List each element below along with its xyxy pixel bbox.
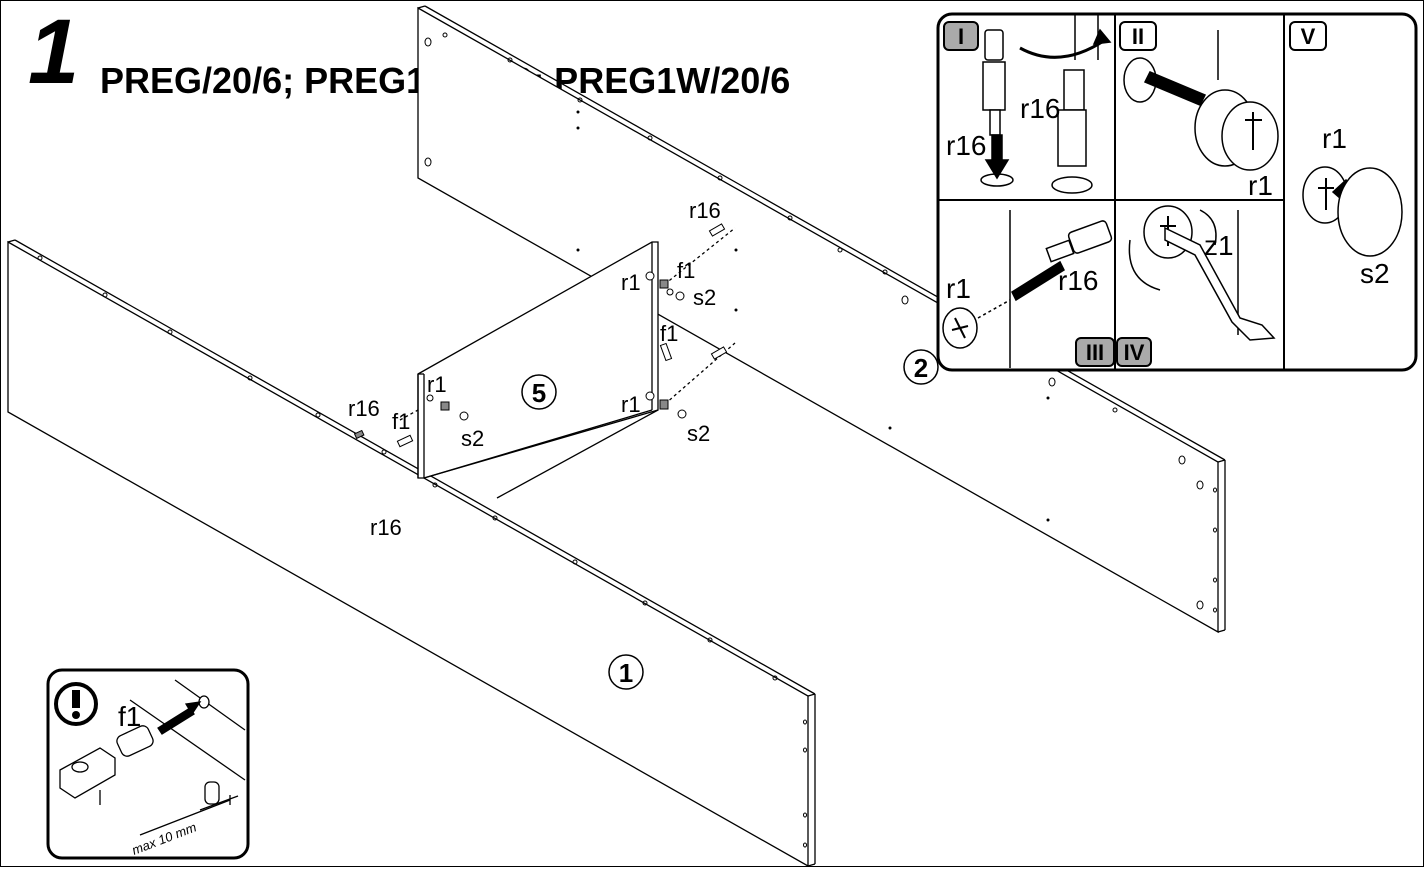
detail-box: I II V III IV — [936, 12, 1418, 372]
section-badge-III: III — [1075, 337, 1115, 367]
section-badge-IV: IV — [1116, 337, 1152, 367]
label-f1-top: f1 — [677, 258, 695, 283]
panel-number-5: 5 — [521, 374, 557, 410]
label-V-s2: s2 — [1360, 258, 1390, 289]
label-s2-left: s2 — [461, 426, 484, 451]
step-number: 1 — [28, 1, 80, 103]
dowel-insert-drawing — [59, 679, 246, 836]
section-badge-I: I — [943, 21, 979, 51]
panel-number-1: 1 — [608, 654, 644, 690]
svg-text:V: V — [1301, 24, 1316, 49]
panel-label-1: 1 — [619, 658, 633, 688]
label-s2-top: s2 — [693, 285, 716, 310]
label-II-r1: r1 — [1248, 170, 1273, 201]
svg-text:I: I — [958, 24, 964, 49]
section-badge-II: II — [1119, 21, 1157, 51]
warning-box: f1 max 10 mm — [46, 668, 250, 860]
svg-text:II: II — [1132, 24, 1144, 49]
label-r16-top: r16 — [689, 198, 721, 223]
section-V-drawing — [1302, 166, 1403, 257]
exclamation-icon — [54, 682, 98, 726]
label-r16-front: r16 — [370, 515, 402, 540]
label-r16-left: r16 — [348, 396, 380, 421]
section-I-drawing — [980, 14, 1112, 194]
front-panel — [7, 239, 816, 868]
svg-text:III: III — [1086, 340, 1104, 365]
section-badge-V: V — [1289, 21, 1327, 51]
divider-panel — [399, 227, 736, 499]
label-r1-lower: r1 — [621, 392, 641, 417]
label-III-r16: r16 — [1058, 265, 1098, 296]
label-s2-lower: s2 — [687, 421, 710, 446]
section-IV-drawing — [1128, 205, 1276, 341]
label-r1-top: r1 — [621, 270, 641, 295]
label-III-r1: r1 — [946, 273, 971, 304]
label-IV-z1: z1 — [1204, 230, 1234, 261]
label-I-r16-a: r16 — [1020, 93, 1060, 124]
label-V-r1: r1 — [1322, 123, 1347, 154]
panel-number-2: 2 — [903, 349, 939, 385]
label-I-r16-b: r16 — [946, 130, 986, 161]
section-III-drawing — [942, 210, 1113, 368]
warning-part-label: f1 — [118, 701, 141, 732]
section-II-drawing — [1123, 30, 1279, 171]
panel-label-2: 2 — [914, 353, 928, 383]
label-f1-left: f1 — [392, 409, 410, 434]
label-f1-mid: f1 — [660, 321, 678, 346]
label-r1-left: r1 — [427, 372, 447, 397]
hardware-parts — [353, 223, 728, 448]
svg-text:IV: IV — [1124, 340, 1145, 365]
panel-label-5: 5 — [532, 378, 546, 408]
